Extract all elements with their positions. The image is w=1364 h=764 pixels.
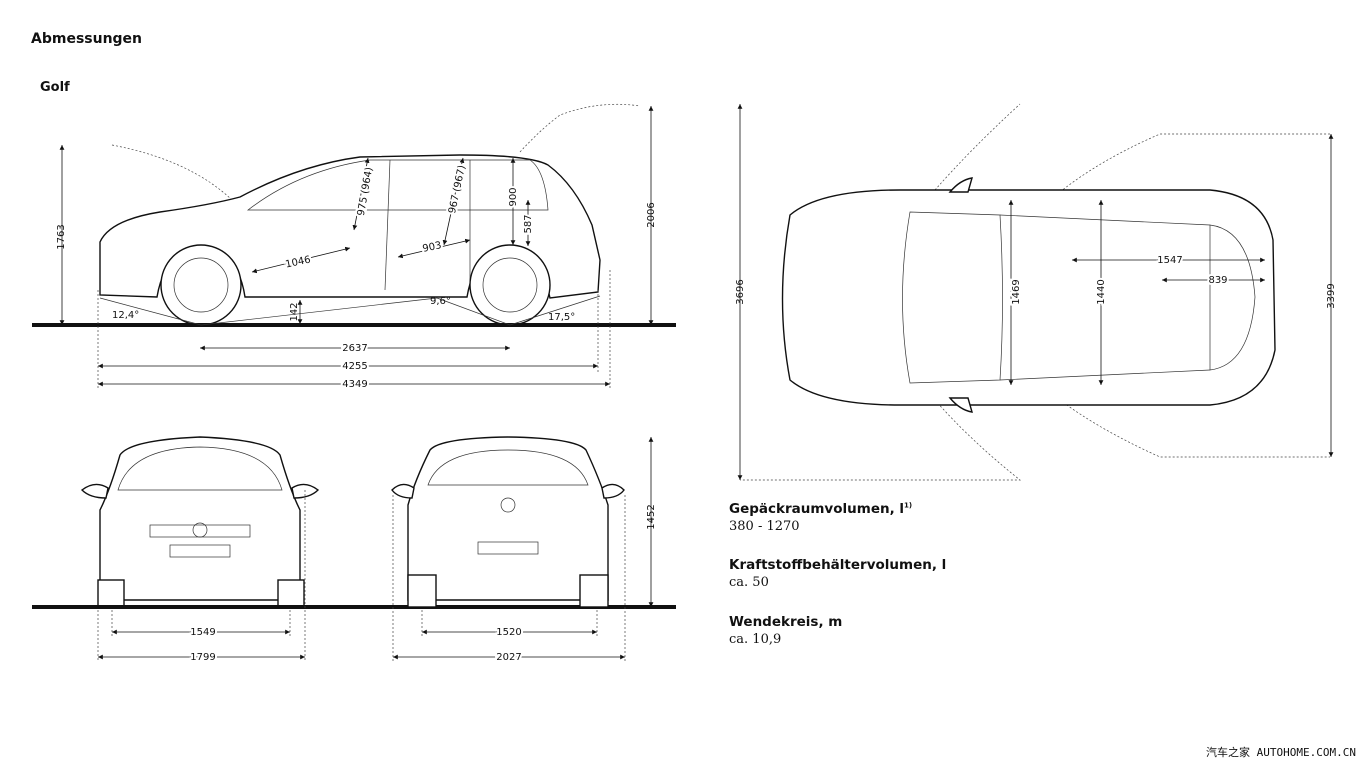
- dim-wheelbase: 2637: [342, 343, 367, 354]
- ramp-angle: 9,6°: [430, 296, 451, 307]
- spec-value: 380 - 1270: [729, 519, 800, 534]
- dim-length: 4255: [342, 361, 367, 372]
- rear-shoulder: 1440: [1096, 279, 1107, 304]
- spec-label: Kraftstoffbehältervolumen, l: [729, 557, 947, 573]
- top-width-doors: 3399: [1326, 283, 1337, 308]
- spec-luggage: Gepäckraumvolumen, l1) 380 - 1270: [729, 501, 912, 534]
- model-title: Golf: [40, 80, 70, 95]
- trunk-length: 1547: [1157, 255, 1182, 266]
- rear-view: 1520 2027 1452: [391, 436, 657, 665]
- watermark: 汽车之家 AUTOHOME.COM.CN: [1206, 746, 1356, 759]
- top-length-doors: 3696: [735, 279, 746, 304]
- footnote-mark: 1): [904, 501, 913, 510]
- front-wheel: [160, 244, 242, 326]
- ground-clearance: 142: [289, 302, 300, 321]
- spec-value: ca. 10,9: [729, 632, 782, 647]
- rear-track: 1520: [496, 627, 521, 638]
- spec-label: Wendekreis, m: [729, 614, 843, 630]
- trunk-width: 839: [1208, 275, 1227, 286]
- dim-height: 1763: [56, 224, 67, 249]
- spec-turning-circle: Wendekreis, m ca. 10,9: [729, 614, 842, 647]
- front-track: 1549: [190, 627, 215, 638]
- trunk-opening-height: 900: [508, 187, 519, 206]
- front-view: 1549 1799: [32, 436, 676, 665]
- front-width: 1799: [190, 652, 215, 663]
- spec-label: Gepäckraumvolumen, l: [729, 501, 905, 517]
- approach-angle: 12,4°: [112, 310, 139, 321]
- dim-height-open: 2006: [646, 202, 657, 227]
- side-view: 1763 2006 2637 4255 4349 12,4° 17,5° 9,6…: [32, 103, 676, 392]
- rear-wheel: [469, 244, 551, 326]
- spec-fuel-tank: Kraftstoffbehältervolumen, l ca. 50: [729, 557, 946, 590]
- departure-angle: 17,5°: [548, 312, 575, 323]
- rear-height: 1452: [646, 504, 657, 529]
- spec-value: ca. 50: [729, 575, 769, 590]
- loading-sill: 587: [523, 214, 534, 233]
- rear-width-mirrors: 2027: [496, 652, 521, 663]
- front-shoulder: 1469: [1011, 279, 1022, 304]
- top-view: 3696 3399 1469 1440 1547 839: [735, 103, 1337, 481]
- page-title: Abmessungen: [31, 31, 143, 47]
- dim-length-total: 4349: [342, 379, 367, 390]
